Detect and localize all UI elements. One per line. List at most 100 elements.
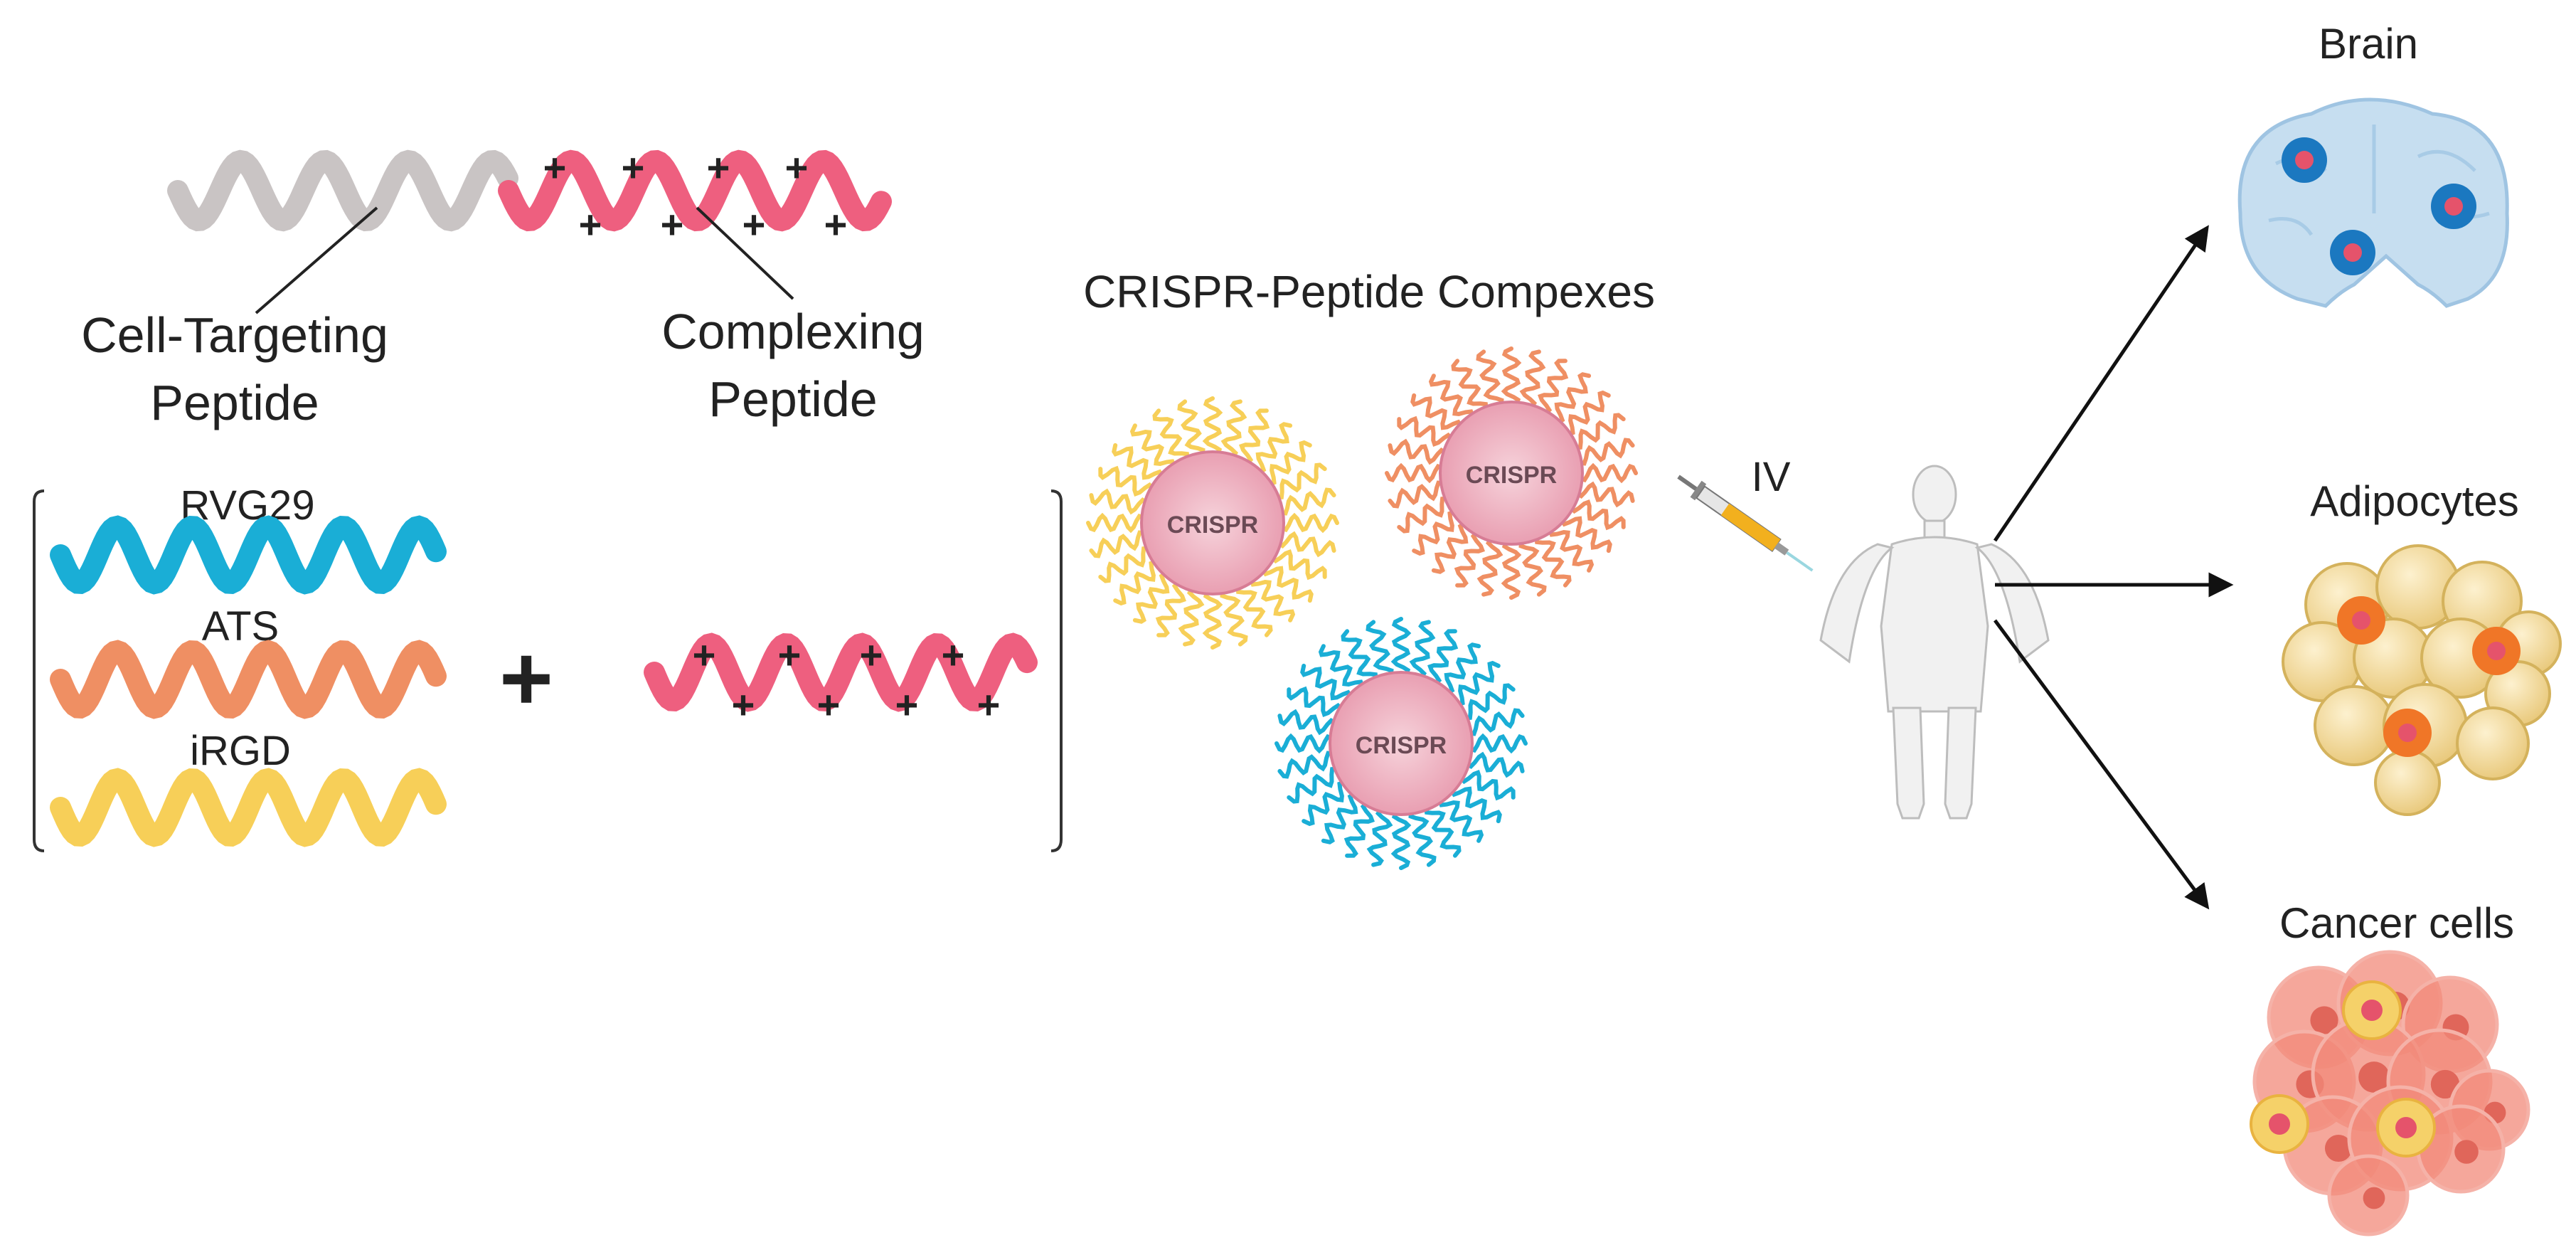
peptide-strand: [1397, 496, 1453, 534]
charge-signs: ++++++++: [543, 145, 848, 247]
peptide-strand: [1560, 513, 1612, 554]
right-bracket: [1050, 489, 1063, 852]
adipocytes-icon: [2282, 544, 2562, 816]
peptide-strand: [1534, 531, 1572, 588]
peptide-strand: [1438, 794, 1484, 843]
crispr-complex-yellow: CRISPR: [1086, 396, 1339, 650]
peptide-strand: [1341, 629, 1378, 685]
ats-helix: [50, 640, 447, 719]
peptide-strand: [1412, 510, 1461, 556]
peptide-strand: [1178, 586, 1205, 647]
plus-sign: +: [499, 626, 553, 730]
crispr-core: [1140, 450, 1285, 595]
peptide-strand: [1570, 499, 1626, 531]
peptide-strand: [1548, 524, 1595, 573]
peptide-strand: [1570, 413, 1626, 450]
peptide-options: RVG29 ATS iRGD + ++++++++: [33, 482, 1063, 852]
peptide-strand: [1575, 438, 1635, 466]
peptide-strand: [1220, 586, 1248, 647]
peptide-strand: [1431, 522, 1471, 574]
syringe-icon: [1677, 475, 1814, 572]
peptide-strand: [1464, 751, 1525, 778]
peptide-strand: [1129, 423, 1176, 472]
peptide-strand: [1274, 733, 1336, 754]
peptide-strand: [1408, 807, 1437, 867]
peptide-strand: [1235, 581, 1273, 637]
peptide-strand: [1388, 480, 1448, 509]
peptide-strand: [1410, 393, 1462, 433]
crispr-core: [1329, 671, 1474, 816]
charge-sign: +: [693, 632, 716, 677]
brain-icon: [2237, 97, 2509, 308]
crispr-complex-blue: CRISPR: [1274, 617, 1528, 870]
arrow-to-brain: [1993, 225, 2209, 542]
peptide-strand: [1089, 488, 1149, 515]
peptide-strand: [1390, 617, 1412, 678]
charge-sign: +: [707, 145, 730, 190]
peptide-strand: [1519, 349, 1546, 410]
peptide-strand: [1202, 396, 1223, 457]
peptide-strand: [1239, 408, 1270, 465]
peptide-strand: [1300, 663, 1352, 704]
peptide-strand: [1287, 686, 1343, 717]
peptide-strand: [1427, 629, 1459, 685]
charge-sign: +: [977, 682, 1001, 727]
peptide-strand: [1098, 465, 1154, 497]
peptide-strand: [1366, 620, 1394, 680]
crispr-core: [1439, 401, 1584, 546]
peptide-strand: [1262, 563, 1314, 603]
charge-sign: +: [661, 202, 684, 247]
peptide-strand: [1476, 536, 1503, 597]
fat-cell: [2374, 749, 2441, 816]
peptide-strand: [1464, 708, 1525, 736]
charge-sign: +: [860, 632, 883, 677]
peptide-strand: [1318, 644, 1364, 693]
peptide-strand: [1518, 536, 1547, 597]
charge-sign: +: [785, 145, 809, 190]
peptide-strand: [1276, 487, 1336, 516]
charge-sign: +: [579, 202, 602, 247]
peptide-label-irgd: iRGD: [190, 728, 291, 774]
peptide-strand: [1450, 783, 1502, 824]
peptide-strand: [1252, 422, 1293, 474]
peptide-strand: [1501, 346, 1522, 408]
peptide-strand: [1424, 802, 1462, 858]
target-label-adipocytes: Adipocytes: [2310, 477, 2519, 525]
target-label-cancer: Cancer cells: [2279, 899, 2514, 947]
peptide-strand: [1538, 359, 1569, 415]
charge-sign: +: [895, 682, 919, 727]
peptide-strand: [1409, 620, 1436, 680]
peptide-strand: [1388, 438, 1448, 465]
cell-targeting-label: Cell-Targeting: [81, 307, 388, 363]
peptide-strand: [1276, 531, 1336, 558]
charge-sign: +: [817, 682, 841, 727]
peptide-strand: [1250, 573, 1296, 623]
route-label: IV: [1752, 454, 1791, 500]
peptide-strand: [1277, 751, 1338, 779]
cell-targeting-label-line2: Peptide: [150, 375, 319, 430]
peptide-strand: [1577, 462, 1638, 484]
complexing-helix-option: [644, 632, 1038, 712]
peptide-strand: [1575, 481, 1635, 508]
cancer-cells-icon: [2250, 950, 2530, 1236]
peptide-strand: [1385, 462, 1446, 484]
peptide-strand: [1501, 539, 1522, 600]
fat-cell: [2314, 685, 2395, 766]
peptide-strand: [1476, 349, 1504, 410]
peptide-strand: [1112, 443, 1164, 483]
peptide-strand: [1467, 733, 1528, 754]
complexing-label-line2: Peptide: [708, 371, 877, 427]
human-body-icon: [1819, 465, 2050, 820]
peptide-strand: [1202, 588, 1223, 650]
crispr-label: CRISPR: [1356, 732, 1447, 759]
rvg29-helix: [50, 515, 447, 595]
crispr-complex-orange: CRISPR: [1385, 346, 1638, 600]
peptide-strand: [1551, 372, 1592, 424]
crispr-label: CRISPR: [1167, 512, 1258, 539]
charge-sign: +: [743, 202, 766, 247]
peptide-strand: [1132, 572, 1173, 624]
peptide-strand: [1086, 512, 1147, 534]
charge-signs-option: ++++++++: [693, 632, 1001, 727]
charge-sign: +: [778, 632, 802, 677]
arrow-to-cancer: [1993, 619, 2210, 910]
